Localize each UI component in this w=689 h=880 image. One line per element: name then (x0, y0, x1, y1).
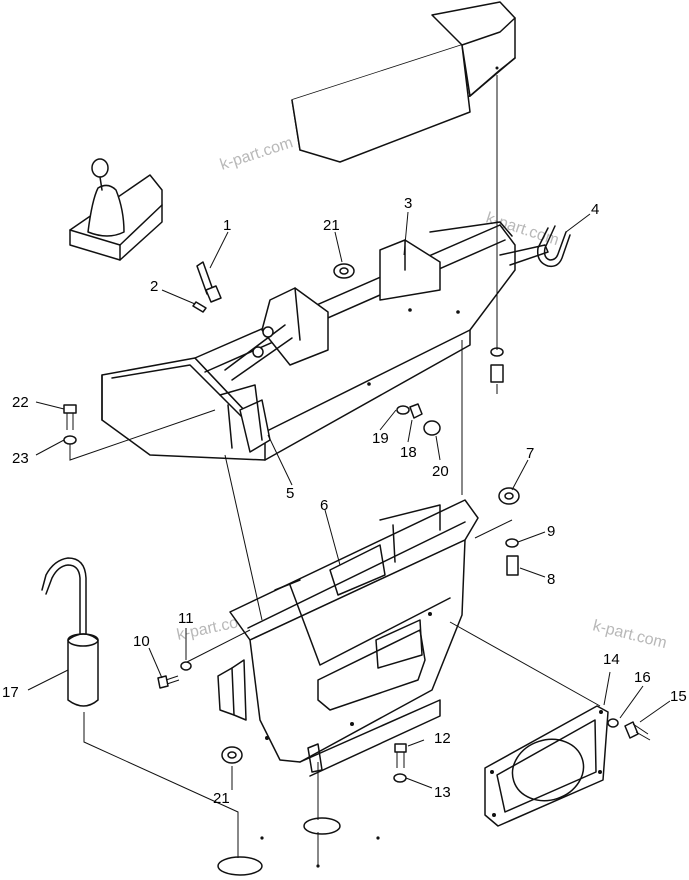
floor-mount-holes (217, 817, 380, 876)
callout-10: 10 (133, 633, 150, 650)
lower-frame (217, 499, 479, 777)
callout-2: 2 (150, 278, 158, 295)
watermark: k-part.com (591, 617, 668, 652)
watermark: k-part.com (218, 134, 295, 174)
callout-5: 5 (286, 485, 294, 502)
callout-1: 1 (223, 217, 231, 234)
callout-21: 21 (213, 790, 230, 807)
lever (196, 261, 222, 303)
callout-21: 21 (323, 217, 340, 234)
upper-frame (101, 221, 549, 461)
leader-lines (27, 211, 671, 790)
callout-6: 6 (320, 497, 328, 514)
callout-22: 22 (12, 394, 29, 411)
callout-3: 3 (404, 195, 412, 212)
alignment-lines (69, 75, 601, 866)
callout-15: 15 (670, 688, 687, 705)
cover-plate (484, 705, 609, 827)
callout-17: 17 (2, 684, 19, 701)
callout-19: 19 (372, 430, 389, 447)
callout-14: 14 (603, 651, 620, 668)
callout-7: 7 (526, 445, 534, 462)
callout-18: 18 (400, 444, 417, 461)
callout-16: 16 (634, 669, 651, 686)
seat-cushion (291, 1, 516, 163)
callout-labels: 1 2 3 4 5 6 7 8 9 10 11 12 13 14 15 16 1… (2, 195, 687, 807)
u-bolt (536, 225, 571, 268)
callout-8: 8 (547, 571, 555, 588)
callout-13: 13 (434, 784, 451, 801)
gear-shift-box (69, 158, 163, 261)
callout-20: 20 (432, 463, 449, 480)
pin (192, 301, 207, 313)
callout-9: 9 (547, 523, 555, 540)
callout-4: 4 (591, 201, 599, 218)
tool-hook (41, 557, 99, 707)
callout-23: 23 (12, 450, 29, 467)
callout-11: 11 (178, 610, 194, 627)
callout-12: 12 (434, 730, 451, 747)
fasteners (63, 263, 651, 783)
